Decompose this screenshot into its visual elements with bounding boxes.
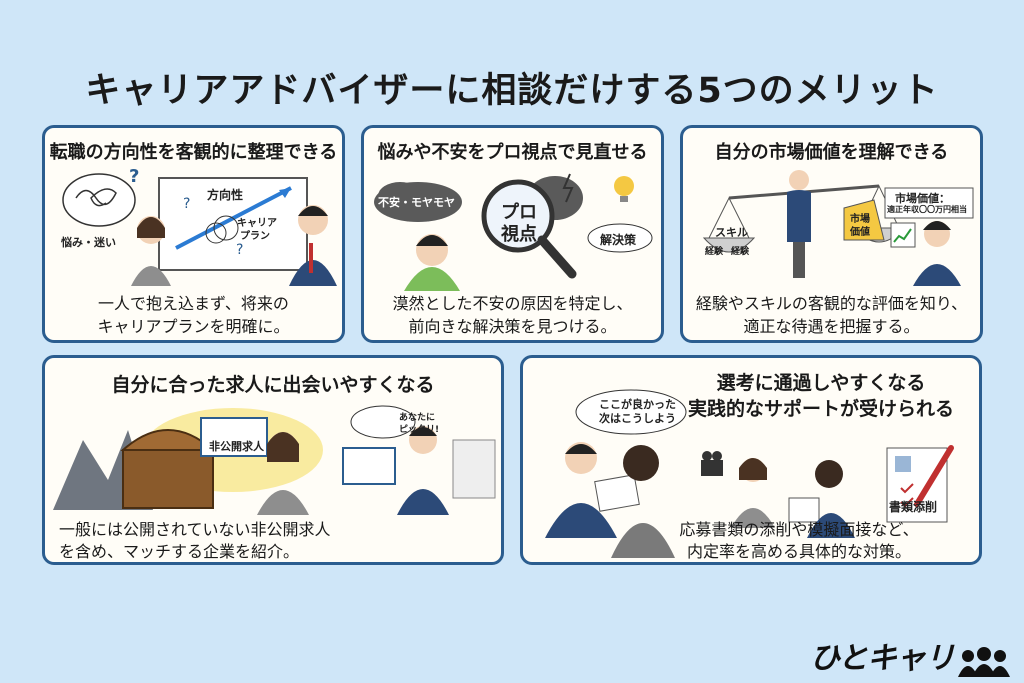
skill-label: スキル: [715, 226, 748, 239]
perfect-match-bubble-2: ピッタリ!: [399, 425, 440, 435]
svg-text:?: ?: [183, 196, 190, 212]
practical-support-illustration: [545, 389, 954, 558]
card-practical-support: 選考に通過しやすくなる 実践的なサポートが受けられる ここが良かった 次はこうし…: [520, 355, 982, 565]
svg-text:?: ?: [129, 168, 139, 187]
market-value-tag-1: 市場: [850, 214, 870, 225]
career-plan-label-2: プラン: [240, 231, 270, 242]
solution-label: 解決策: [600, 233, 637, 247]
card-title-line-2: 実践的なサポートが受けられる: [687, 398, 954, 420]
card-description-line-2: 適正な待遇を把握する。: [743, 317, 920, 336]
document-review-label: 書類添削: [889, 500, 938, 514]
experience-label-2: 経験: [731, 247, 750, 257]
private-job-card-label: 非公開求人: [209, 440, 264, 453]
direction-label: 方向性: [207, 188, 244, 202]
worry-label: 悩み・迷い: [61, 236, 116, 249]
card-description-line-1: 一人で抱え込まず、将来の: [98, 294, 289, 313]
matching-jobs-illustration: [53, 405, 496, 515]
career-plan-label-1: キャリア: [237, 218, 277, 229]
card-description-line-2: 内定率を高める具体的な対策。: [686, 542, 911, 561]
lens-label-2: 視点: [501, 224, 537, 245]
card-career-direction: 転職の方向性を客観的に整理できる ? ? ? 悩み・迷い 方向性 キャリア プラ…: [42, 125, 345, 343]
card-matching-jobs: 自分に合った求人に出会いやすくなる 非公開求人 あなたに ピッタリ! 一般には公…: [42, 355, 504, 565]
market-value-illustration: [702, 170, 974, 286]
brand-logo: ひとキャリ: [810, 633, 1010, 677]
card-description-line-1: 漠然とした不安の原因を特定し、: [392, 294, 633, 313]
card-title: 自分の市場価値を理解できる: [714, 142, 949, 163]
market-value-sign-1: 市場価値：: [895, 192, 950, 205]
card-description-line-1: 経験やスキルの客観的な評価を知り、: [695, 294, 968, 313]
career-direction-illustration: ? ? ?: [62, 168, 337, 286]
card-description-line-2: キャリアプランを明確に。: [97, 317, 290, 336]
market-value-sign-2: 適正年収〇〇万円相当: [887, 205, 967, 214]
pro-perspective-illustration: [374, 173, 653, 291]
card-description-line-2: 前向きな解決策を見つける。: [408, 317, 617, 336]
experience-label-1: 経験: [705, 247, 724, 257]
card-title: 悩みや不安をプロ視点で見直せる: [377, 142, 648, 163]
card-title-line-1: 選考に通過しやすくなる: [716, 372, 926, 394]
feedback-bubble-1: ここが良かった: [599, 398, 676, 411]
feedback-bubble-2: 次はこうしよう: [599, 412, 676, 425]
anxiety-cloud-label: 不安・モヤモヤ: [378, 196, 455, 209]
perfect-match-bubble-1: あなたに: [399, 413, 436, 423]
card-title: 転職の方向性を客観的に整理できる: [49, 142, 338, 163]
brand-logo-text: ひとキャリ: [809, 641, 955, 676]
page-title: キャリアアドバイザーに相談だけする5つのメリット: [85, 71, 939, 111]
svg-text:?: ?: [236, 242, 243, 258]
lens-label-1: プロ: [501, 202, 537, 223]
card-description-line-1: 応募書類の添削や模擬面接など、: [679, 520, 919, 539]
market-value-tag-2: 価値: [850, 227, 870, 238]
card-description-line-2: を含め、マッチする企業を紹介。: [59, 542, 300, 561]
card-title: 自分に合った求人に出会いやすくなる: [111, 374, 435, 396]
card-market-value: 自分の市場価値を理解できる スキル 経験 経験 市場 価値 市場価値： 適正年収…: [680, 125, 983, 343]
card-pro-perspective: 悩みや不安をプロ視点で見直せる 不安・モヤモヤ プロ 視点 解決策 漠然とした不…: [361, 125, 664, 343]
people-icon: [958, 647, 1010, 677]
card-description-line-1: 一般には公開されていない非公開求人: [59, 520, 331, 539]
